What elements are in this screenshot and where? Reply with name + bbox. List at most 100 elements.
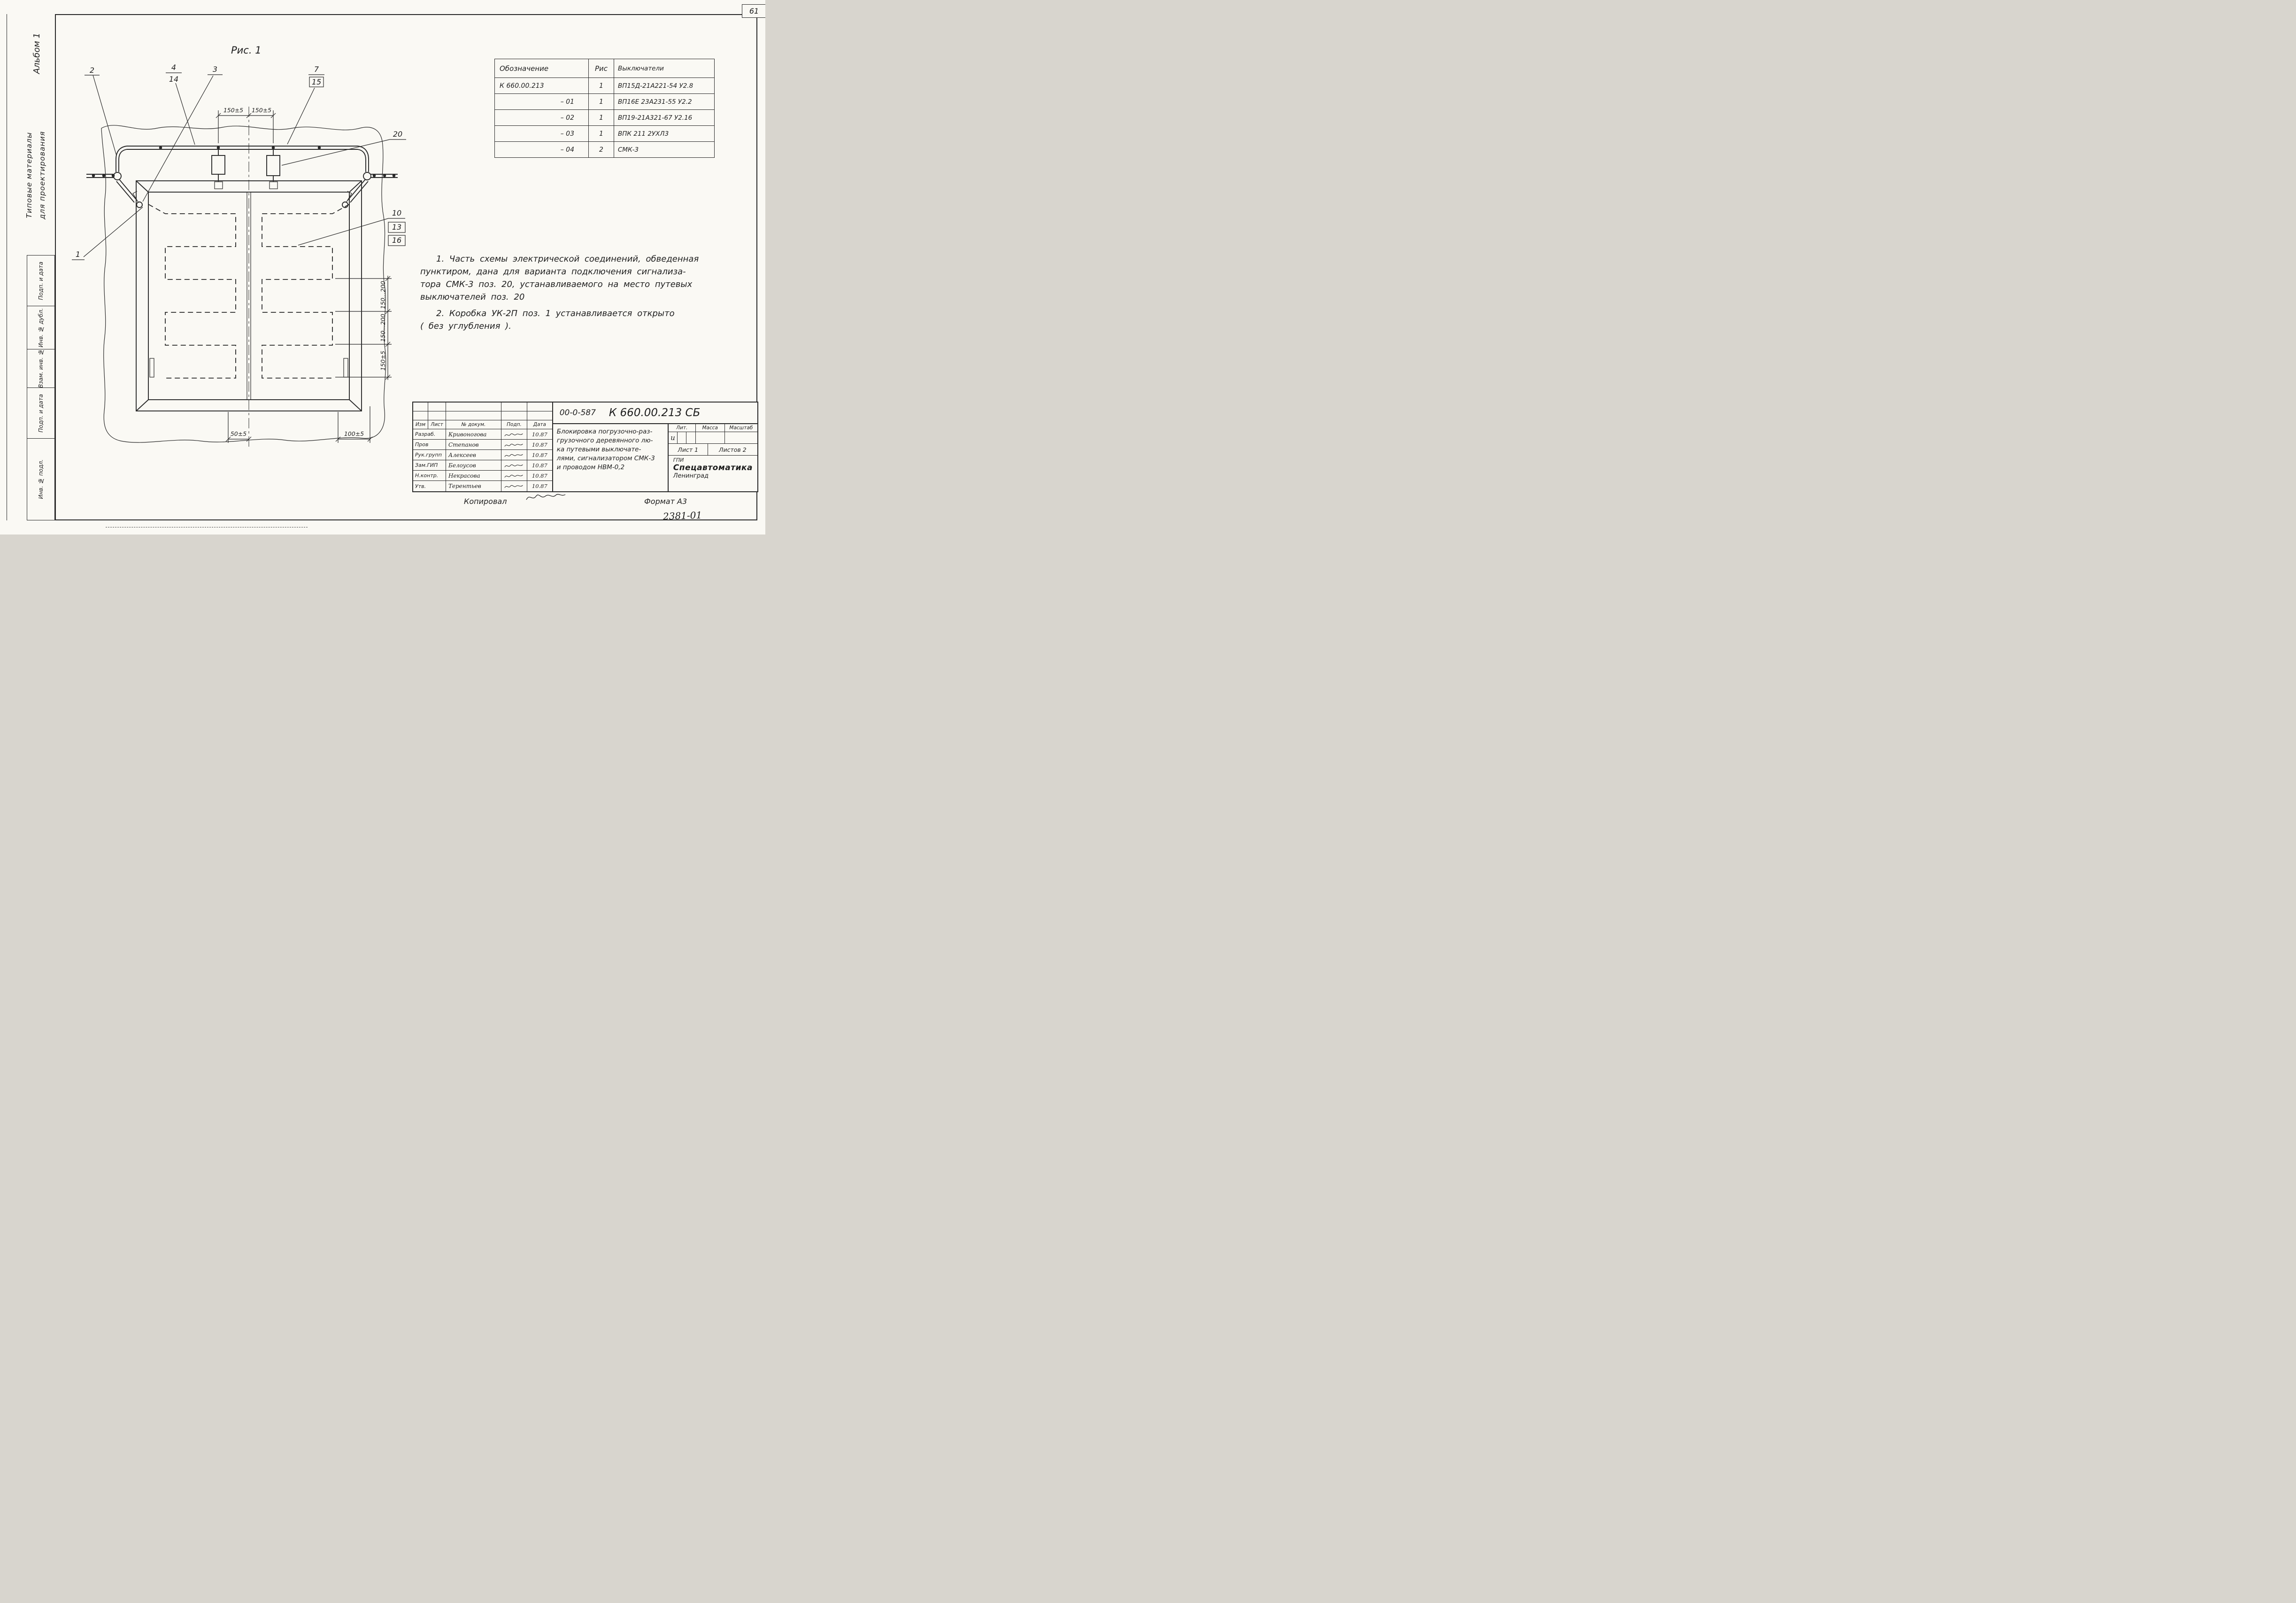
note-line: выключателей поз. 20 xyxy=(420,292,525,302)
signature-row: Рук.групп Алексеев 10.87 xyxy=(413,450,552,460)
organization: ГПИ Спецавтоматика Ленинград xyxy=(669,456,757,491)
table-row: К 660.00.213 1 ВП15Д-21А221-54 У2.8 xyxy=(494,77,715,94)
sheet-count-row: Лист 1 Листов 2 xyxy=(668,444,757,456)
callout-3: 3 xyxy=(213,65,217,74)
mass-value xyxy=(696,432,724,443)
cell-figure: 1 xyxy=(588,109,614,126)
stamp-cell: Подп. и дата xyxy=(27,388,54,439)
table-row: – 01 1 ВП16Е 23А231-55 У2.2 xyxy=(494,93,715,110)
dimensions: 150±5 150±5 50±5 100±5 150...200 150...2… xyxy=(216,107,392,443)
switch-left xyxy=(113,172,122,180)
stamp-cell: Подп. и дата xyxy=(27,256,54,306)
stamp-cell-label: Взам. инв. № xyxy=(38,349,44,388)
change-cell xyxy=(428,411,446,420)
change-header-row: Изм Лист № докум. Подп. Дата xyxy=(413,420,552,429)
margin-stamp-column: Подп. и дата Инв. № дубл. Взам. инв. № П… xyxy=(27,255,55,520)
callout-1: 1 xyxy=(76,250,80,259)
callout-10: 10 xyxy=(392,209,401,217)
cable-run xyxy=(86,146,398,208)
latch-left xyxy=(149,358,154,378)
callout-4: 4 xyxy=(171,63,176,72)
copyist-signature xyxy=(526,494,566,500)
change-cell xyxy=(501,411,527,420)
title-line: ка путевыми выключате- xyxy=(556,445,641,453)
series-text-2: для проектирования xyxy=(38,131,46,219)
document-code-prefix: 00-0-587 xyxy=(559,408,596,418)
sheets-label: Листов 2 xyxy=(719,446,747,453)
callout-7: 7 xyxy=(314,65,319,74)
stamp-cell: Взам. инв. № xyxy=(27,349,54,388)
change-header-cell: Лист xyxy=(428,420,446,429)
cell-switch: ВПК 211 2УХЛ3 xyxy=(614,125,715,142)
signature-mark xyxy=(501,471,527,480)
junction-box-2 xyxy=(266,155,280,176)
table-row: – 04 2 СМК-3 xyxy=(494,141,715,158)
stamp-cell-label: Подп. и дата xyxy=(38,394,44,433)
signature-row: Утв. Терентьев 10.87 xyxy=(413,481,552,491)
signature-row: Н.контр. Некрасова 10.87 xyxy=(413,471,552,481)
note-line: 2. Коробка УК-2П поз. 1 устанавливается … xyxy=(436,309,675,318)
title-line: и проводом НВМ-0,2 xyxy=(556,463,625,471)
org-line: Ленинград xyxy=(673,472,709,480)
note-line: тора СМК-3 поз. 20, устанавливаемого на … xyxy=(420,279,693,289)
sign-date: 10.87 xyxy=(532,441,547,448)
cell-switch: ВП15Д-21А221-54 У2.8 xyxy=(614,77,715,94)
title-block: Изм Лист № докум. Подп. Дата Разраб. Кри… xyxy=(412,402,758,492)
cell-designation: – 04 xyxy=(494,141,589,158)
dashed-wiring xyxy=(148,204,350,379)
cell-designation: – 03 xyxy=(494,125,589,142)
break-outline xyxy=(101,125,386,443)
sign-name: Белоусов xyxy=(446,460,501,470)
title-line: грузочного деревянного лю- xyxy=(556,436,653,444)
cell-figure: 1 xyxy=(588,93,614,110)
signature-mark xyxy=(501,440,527,449)
sign-role: Пров xyxy=(413,440,446,449)
callout-2: 2 xyxy=(90,66,94,75)
sign-name: Терентьев xyxy=(446,481,501,491)
sign-role: Зам.ГИП xyxy=(413,460,446,470)
sign-role: Н.контр. xyxy=(413,471,446,480)
callout-14: 14 xyxy=(169,75,178,84)
title-line: Блокировка погрузочно-раз- xyxy=(556,428,653,435)
col-designation: Обозначение xyxy=(494,59,589,78)
scale-label: Масштаб xyxy=(724,424,757,432)
sign-role: Утв. xyxy=(413,481,446,491)
dim-bottom-1: 50±5 xyxy=(231,430,247,437)
signature-mark xyxy=(501,460,527,470)
drawing-frame xyxy=(55,14,757,520)
signature-mark xyxy=(501,481,527,491)
dim-side-3: 150±5 xyxy=(379,351,386,371)
series-label: Типовые материалы для проектирования xyxy=(17,103,54,247)
switch-table: Обозначение Рис Выключатели К 660.00.213… xyxy=(494,59,715,158)
change-row xyxy=(413,403,552,411)
sign-date: 10.87 xyxy=(532,472,547,479)
sign-name: Алексеев xyxy=(446,450,501,460)
lever-right xyxy=(342,201,348,208)
cell-designation: – 02 xyxy=(494,109,589,126)
cell-designation: К 660.00.213 xyxy=(494,77,589,94)
change-cell xyxy=(446,411,501,420)
callout-15: 15 xyxy=(312,77,321,86)
dim-side-1: 150...200 xyxy=(379,281,386,309)
change-header-cell: Дата xyxy=(533,422,546,427)
change-cell xyxy=(413,403,428,411)
callouts: 2 4 14 3 7 15 20 10 13 16 1 xyxy=(72,63,406,260)
figure-title: Рис. 1 xyxy=(231,45,262,56)
schematic-drawing: 150±5 150±5 50±5 100±5 150...200 150...2… xyxy=(72,63,406,449)
col-switches: Выключатели xyxy=(614,59,715,78)
table-header-row: Обозначение Рис Выключатели xyxy=(494,59,715,78)
series-text-1: Типовые материалы xyxy=(25,132,33,218)
format-label: Формат А3 xyxy=(644,497,687,506)
change-header-cell: Изм xyxy=(413,420,428,429)
lit-mass-scale: Лит. и Масса Масштаб xyxy=(668,424,757,444)
stamp-cell: Инв. № подл. xyxy=(27,439,54,520)
note-line: ( без углубления ). xyxy=(420,321,511,331)
dim-top-1: 150±5 xyxy=(223,107,243,114)
lit-value: и xyxy=(669,432,678,443)
cell-figure: 1 xyxy=(588,125,614,142)
title-block-signatures: Изм Лист № докум. Подп. Дата Разраб. Кри… xyxy=(413,403,553,491)
document-code-main: К 660.00.213 СБ xyxy=(609,407,701,419)
sign-name: Некрасова xyxy=(446,471,501,480)
title-line: лями, сигнализатором СМК-3 xyxy=(556,454,655,462)
drawing-sheet: 61 Альбом 1 Типовые материалы для проект… xyxy=(0,0,765,534)
